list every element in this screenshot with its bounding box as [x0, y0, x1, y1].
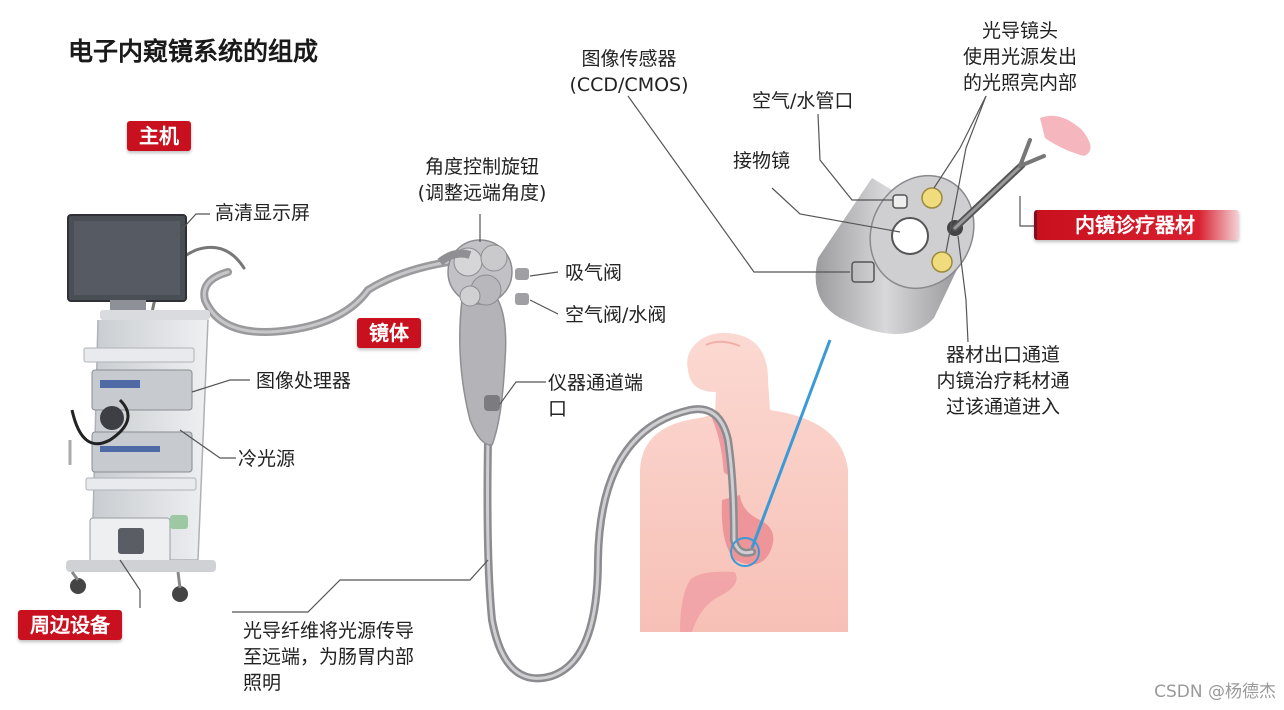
label-channel-outlet-line3: 过该通道进入: [945, 396, 1060, 418]
label-light-fiber: 光导纤维将光源传导 至远端，为肠胃内部 照明: [243, 618, 414, 696]
label-light-guide: 光导镜头 使用光源发出 的光照亮内部: [930, 18, 1110, 96]
objective-lens-shape: [891, 217, 929, 255]
label-image-sensor-line1: 图像传感器: [581, 48, 677, 70]
scope-tube: [148, 245, 756, 683]
label-instrument-port-line2: 口: [548, 398, 568, 420]
label-instrument-port: 仪器通道端 口: [548, 370, 643, 422]
label-air-water-valve: 空气阀/水阀: [565, 304, 667, 326]
light-guide-top: [921, 187, 943, 209]
label-angle-knob-line1: 角度控制旋钮: [424, 156, 539, 178]
badge-host: 主机: [127, 121, 191, 151]
label-light-guide-line1: 光导镜头: [981, 20, 1058, 42]
label-image-sensor-line2: (CCD/CMOS): [569, 74, 689, 96]
processor-unit: [91, 369, 193, 411]
label-light-guide-line3: 的光照亮内部: [962, 72, 1077, 94]
distal-tip-cylinder: [815, 174, 975, 334]
light-guide-bottom: [931, 251, 953, 273]
label-fiber-line3: 照明: [243, 672, 282, 694]
label-angle-knob-line2: (调整远端角度): [417, 182, 547, 204]
label-fiber-line1: 光导纤维将光源传导: [243, 620, 415, 642]
probe-line: [750, 339, 832, 549]
label-light-guide-line2: 使用光源发出: [962, 46, 1077, 68]
distal-tip-marker: [730, 537, 760, 567]
label-display: 高清显示屏: [215, 202, 311, 224]
label-objective-lens: 接物镜: [733, 150, 791, 172]
label-processor: 图像处理器: [256, 370, 352, 392]
label-air-water-nozzle: 空气/水管口: [752, 90, 854, 112]
scope-handle: [437, 239, 529, 446]
badge-scope: 镜体: [357, 318, 421, 348]
badge-instrument: 内镜诊疗器材: [1034, 210, 1239, 240]
label-suction-valve: 吸气阀: [565, 262, 623, 284]
label-instrument-port-line1: 仪器通道端: [548, 372, 644, 394]
watermark: CSDN @杨德杰: [1154, 682, 1276, 702]
label-light-source: 冷光源: [238, 448, 296, 470]
label-channel-outlet-line2: 内镜治疗耗材通: [936, 370, 1070, 392]
label-angle-knob: 角度控制旋钮 (调整远端角度): [382, 154, 582, 206]
endoscopy-cart: [66, 214, 216, 602]
label-channel-outlet: 器材出口通道 内镜治疗耗材通 过该通道进入: [908, 342, 1098, 420]
badge-peripheral: 周边设备: [18, 610, 122, 640]
label-channel-outlet-line1: 器材出口通道: [945, 344, 1060, 366]
leader-lines: [119, 95, 1034, 613]
page-title: 电子内窥镜系统的组成: [68, 37, 319, 66]
forceps-instrument: [951, 115, 1091, 232]
label-fiber-line2: 至远端，为肠胃内部: [243, 646, 415, 668]
label-image-sensor: 图像传感器 (CCD/CMOS): [534, 46, 724, 98]
